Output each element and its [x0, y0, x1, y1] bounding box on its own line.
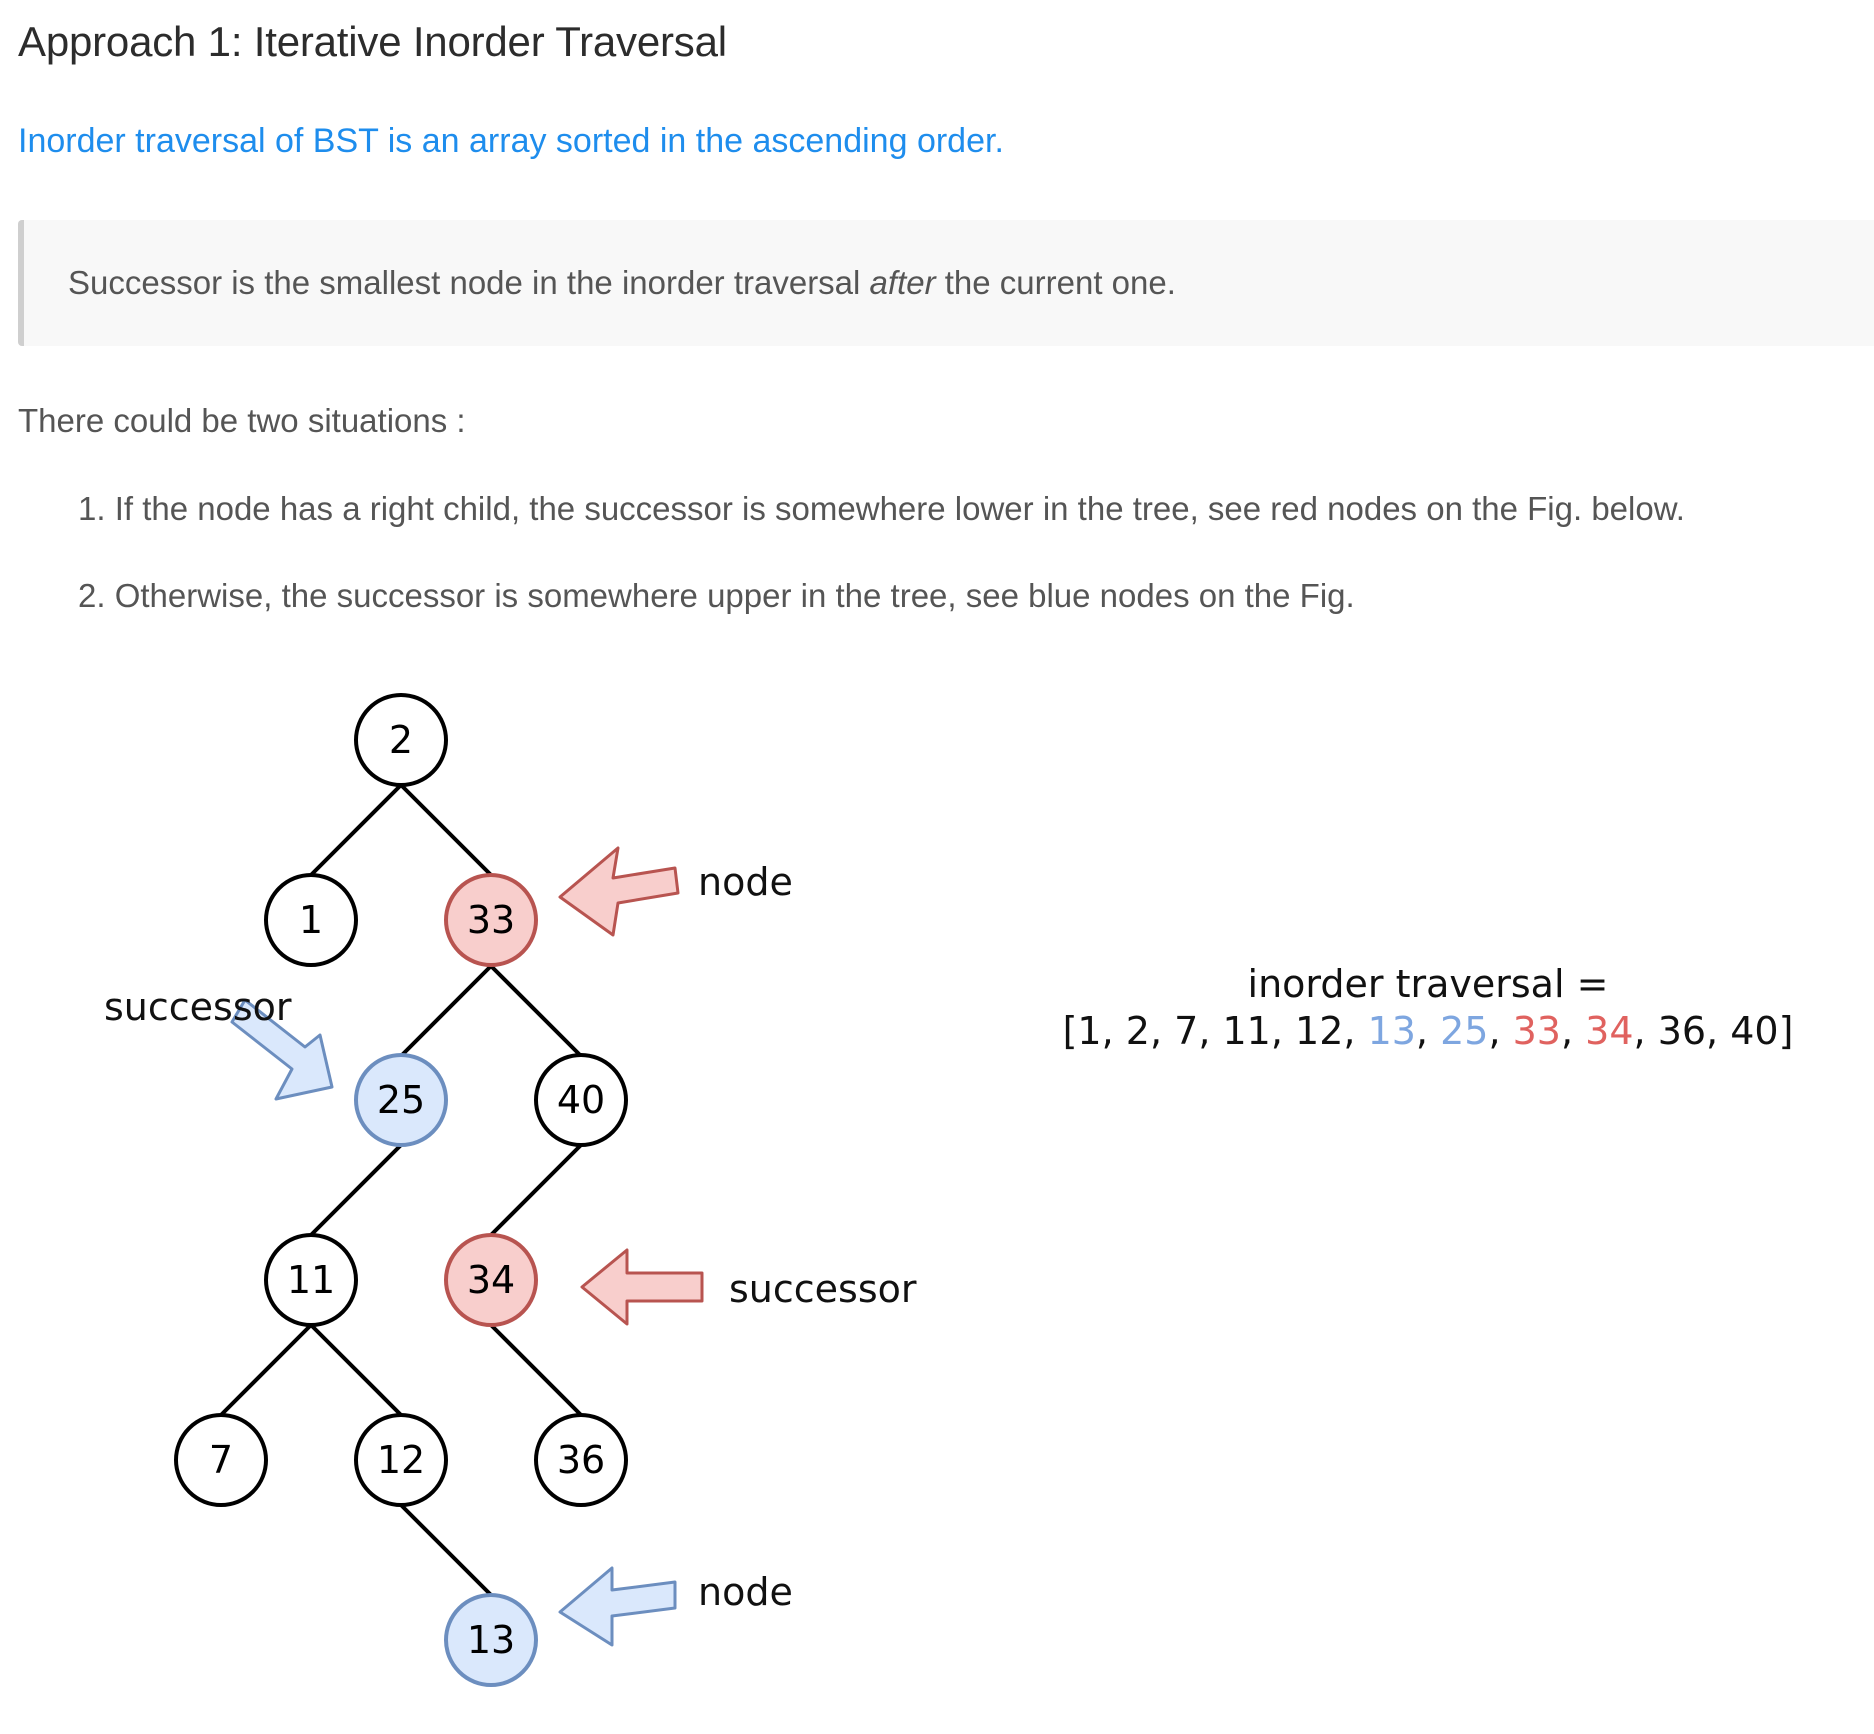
traversal-item: 40: [1730, 1009, 1778, 1053]
traversal-item: 34: [1585, 1009, 1633, 1053]
traversal-item: 1: [1077, 1009, 1101, 1053]
traversal-separator: ,: [1706, 1009, 1730, 1053]
inorder-note-link[interactable]: Inorder traversal of BST is an array sor…: [18, 122, 1004, 160]
traversal-separator: ,: [1271, 1009, 1295, 1053]
edge-33-40: [489, 964, 583, 1058]
node-label: 13: [467, 1618, 515, 1662]
node-label: 1: [299, 898, 323, 942]
red-arrow-icon: [558, 846, 680, 937]
traversal-list: [1, 2, 7, 11, 12, 13, 25, 33, 34, 36, 40…: [1063, 1009, 1794, 1053]
traversal-item: 7: [1174, 1009, 1198, 1053]
edge-33-25: [399, 964, 493, 1058]
node-label: 7: [209, 1438, 233, 1482]
quote-text: Successor is the smallest node in the in…: [68, 264, 1176, 302]
quote-emphasis: after: [869, 264, 936, 301]
node-label: 40: [557, 1078, 605, 1122]
node-label: 33: [467, 898, 515, 942]
tree-nodes: 2 1 33 25 40 11: [174, 693, 628, 1687]
successor-label-left: successor: [104, 985, 292, 1029]
node-label: 2: [389, 718, 413, 762]
traversal-separator: ,: [1198, 1009, 1222, 1053]
edge-11-7: [219, 1323, 313, 1417]
traversal-separator: ,: [1102, 1009, 1126, 1053]
successor-label-right: successor: [729, 1267, 917, 1311]
edge-40-34: [489, 1143, 583, 1237]
blue-arrow-icon: [558, 1566, 677, 1647]
edge-2-33: [399, 783, 493, 877]
traversal-title: inorder traversal =: [1248, 962, 1609, 1006]
traversal-item: 12: [1295, 1009, 1343, 1053]
node-label: 34: [467, 1258, 515, 1302]
node-label: 12: [377, 1438, 425, 1482]
blue-arrow-icon: [230, 998, 334, 1101]
tree-node-highlight-red: 34: [444, 1233, 538, 1327]
successor-definition-quote: Successor is the smallest node in the in…: [18, 220, 1874, 346]
traversal-item: 11: [1223, 1009, 1271, 1053]
traversal-item: 2: [1126, 1009, 1150, 1053]
tree-node: 7: [174, 1413, 268, 1507]
red-arrow-icon: [580, 1248, 704, 1326]
edge-2-1: [309, 783, 403, 877]
node-label: 25: [377, 1078, 425, 1122]
tree-node-highlight-blue: 13: [444, 1593, 538, 1687]
tree-node: 12: [354, 1413, 448, 1507]
node-label: 36: [557, 1438, 605, 1482]
edge-11-12: [309, 1323, 403, 1417]
tree-node: 1: [264, 873, 358, 967]
tree-node-highlight-red: 33: [444, 873, 538, 967]
traversal-item: 36: [1658, 1009, 1706, 1053]
node-label: 11: [287, 1258, 335, 1302]
tree-node: 40: [534, 1053, 628, 1147]
situations-intro: There could be two situations :: [18, 402, 466, 439]
approach-heading: Approach 1: Iterative Inorder Traversal: [18, 18, 727, 65]
traversal-bracket-close: ]: [1779, 1009, 1794, 1053]
traversal-separator: ,: [1634, 1009, 1658, 1053]
situation-item-1: 1. If the node has a right child, the su…: [78, 490, 1685, 527]
edge-12-13: [399, 1503, 493, 1597]
quote-after: the current one.: [935, 264, 1176, 301]
tree-node: 36: [534, 1413, 628, 1507]
traversal-bracket-open: [: [1063, 1009, 1078, 1053]
traversal-item: 25: [1440, 1009, 1488, 1053]
traversal-separator: ,: [1150, 1009, 1174, 1053]
tree-node: 2: [354, 693, 448, 787]
tree-node: 11: [264, 1233, 358, 1327]
traversal-separator: ,: [1488, 1009, 1512, 1053]
node-label-top: node: [698, 860, 793, 904]
traversal-separator: ,: [1416, 1009, 1440, 1053]
traversal-separator: ,: [1561, 1009, 1585, 1053]
traversal-separator: ,: [1343, 1009, 1367, 1053]
tree-node-highlight-blue: 25: [354, 1053, 448, 1147]
tree-edges: [219, 783, 583, 1597]
situation-item-2: 2. Otherwise, the successor is somewhere…: [78, 577, 1355, 614]
quote-before: Successor is the smallest node in the in…: [68, 264, 870, 301]
edge-34-36: [489, 1323, 583, 1417]
traversal-item: 13: [1368, 1009, 1416, 1053]
node-label-bottom: node: [698, 1570, 793, 1614]
edge-25-11: [309, 1143, 403, 1237]
traversal-item: 33: [1513, 1009, 1561, 1053]
